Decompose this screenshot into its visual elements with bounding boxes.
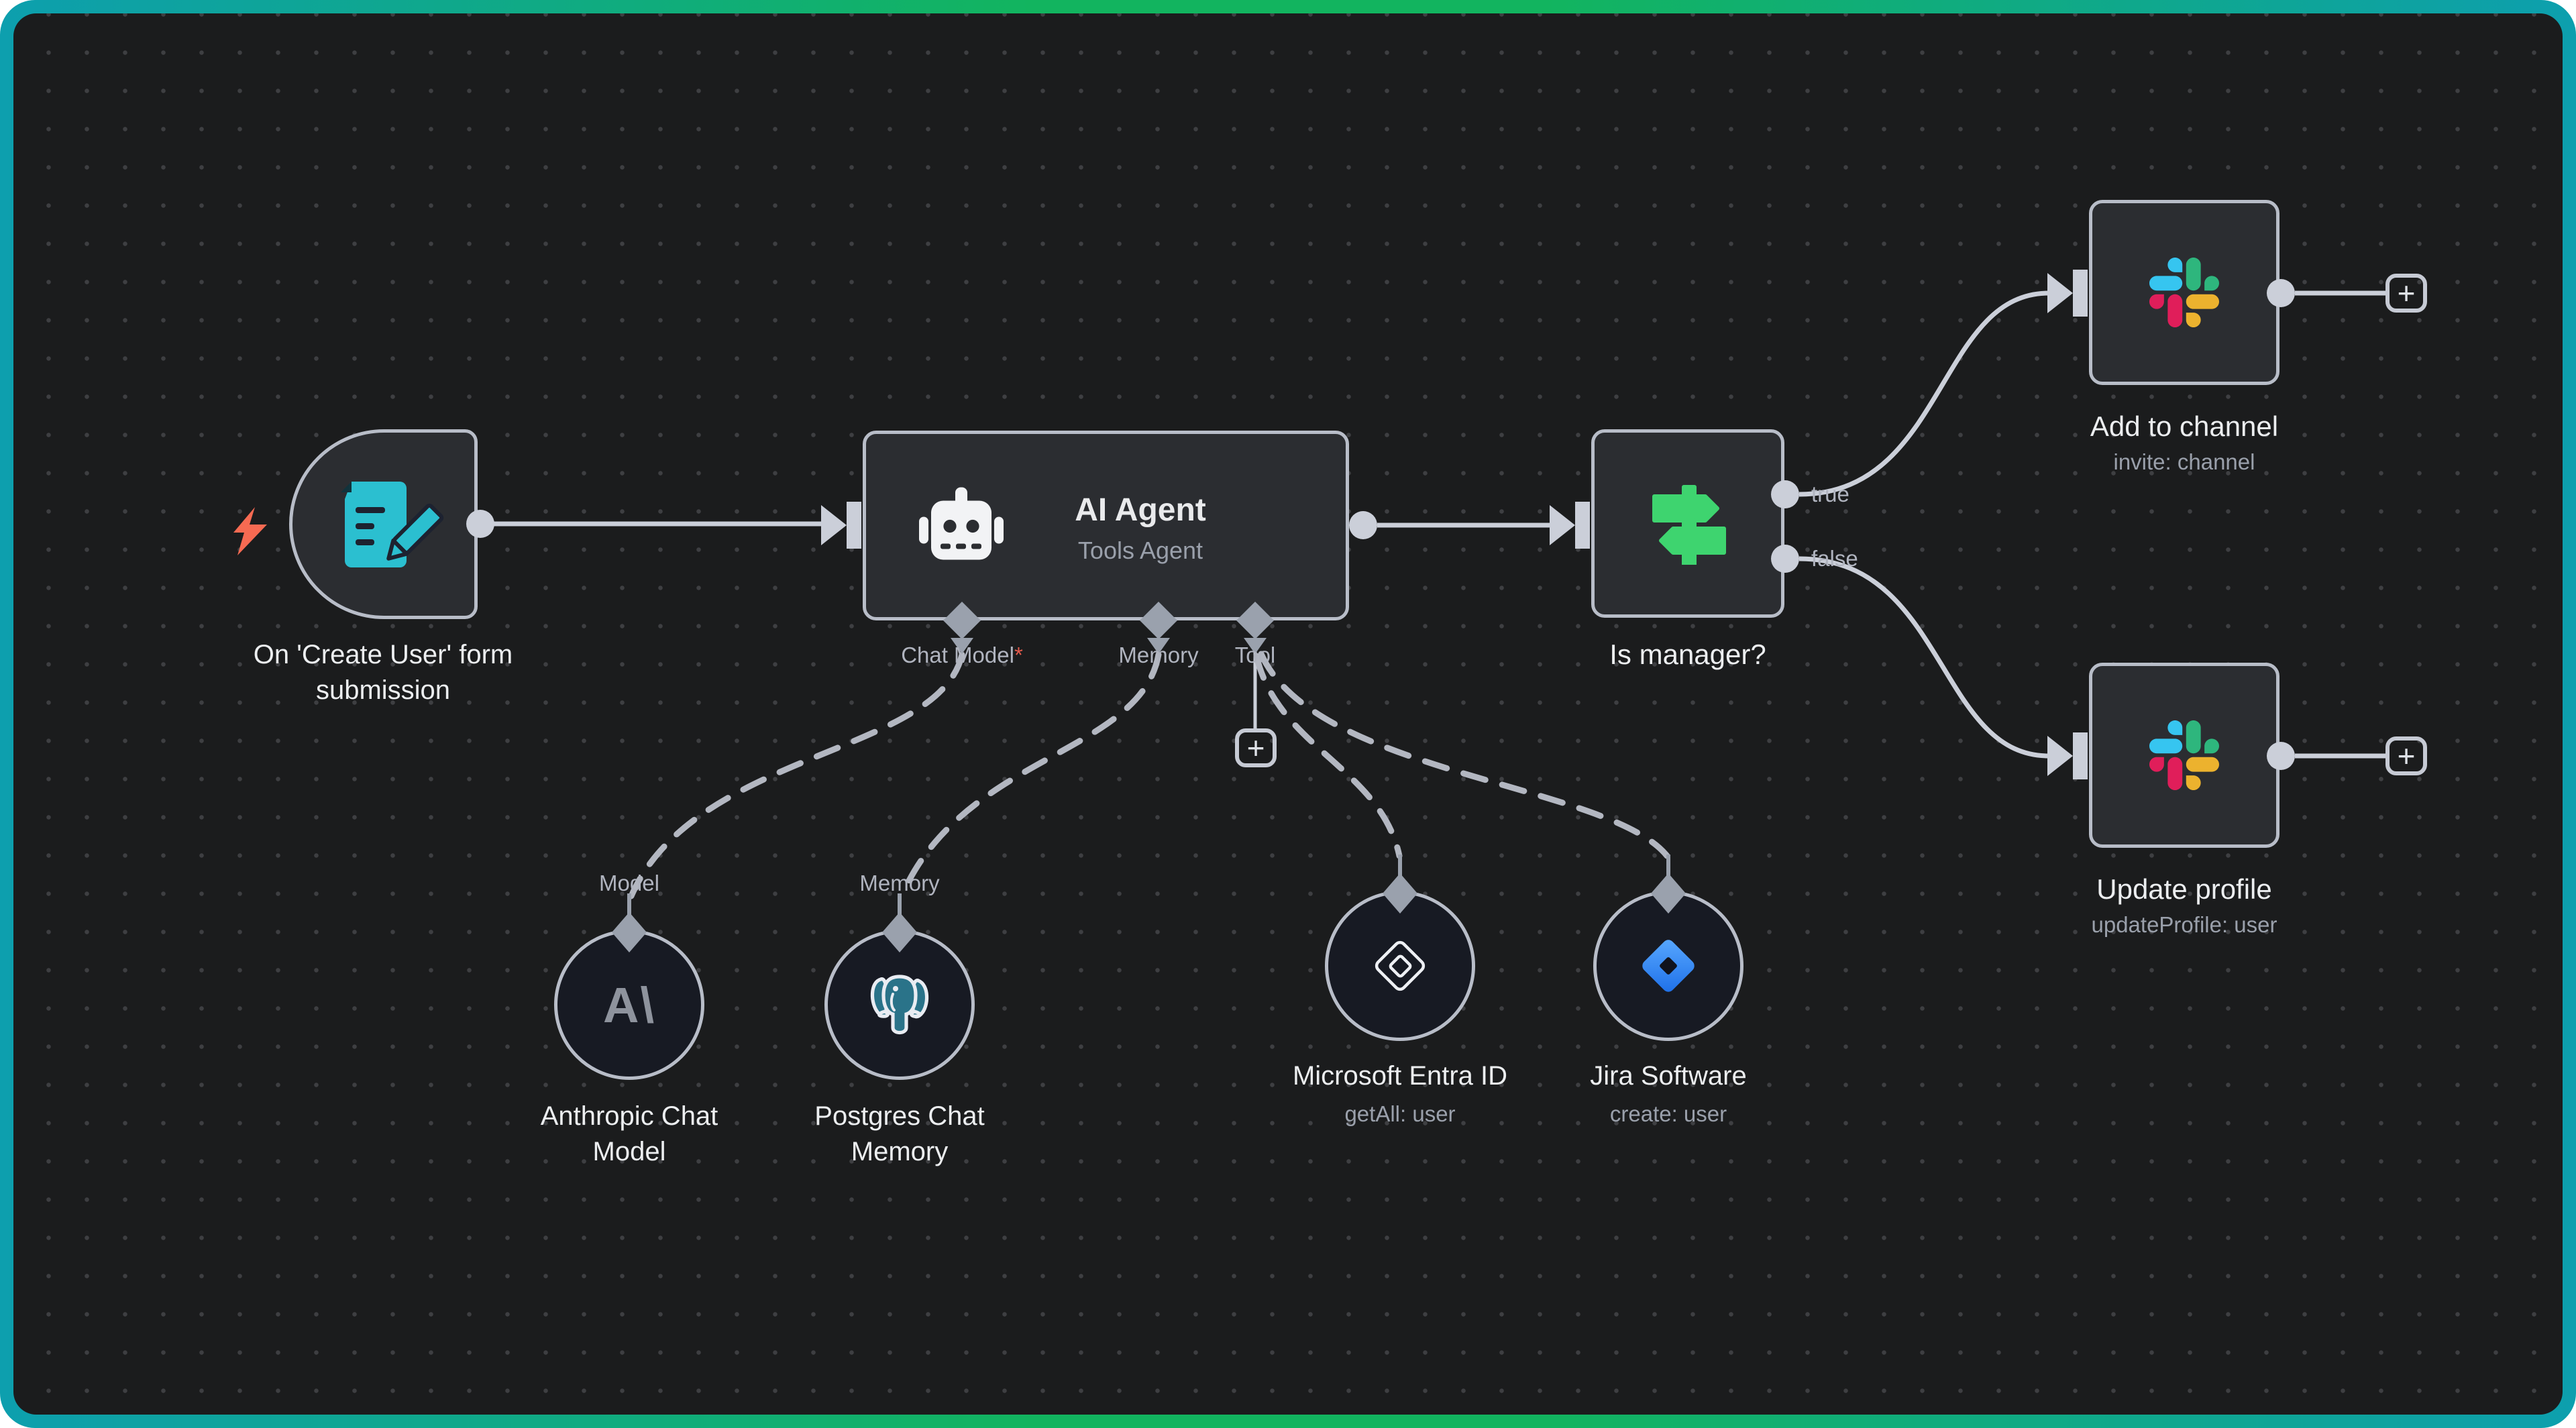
ai-agent-title: AI Agent [1075,492,1206,528]
memory-connector-label: Memory [859,871,940,895]
entra-operation-label: getAll: user [1344,1101,1456,1126]
node-is-manager[interactable] [1591,429,1784,618]
anthropic-node-label: Anthropic Chat Model [540,1101,718,1166]
model-connector-label: Model [599,871,659,895]
add-to-channel-operation-label: invite: channel [2113,449,2255,474]
update-profile-operation-label: updateProfile: user [2091,912,2277,937]
false-output-label: false [1811,546,1858,571]
add-tool-button[interactable]: + [1235,728,1277,767]
required-marker: * [1014,643,1023,667]
plus-icon: + [2397,276,2416,311]
tool-port-label: Tool [1234,643,1276,667]
is-manager-node-label: Is manager? [1609,639,1766,670]
ai-agent-subtitle: Tools Agent [1077,537,1203,564]
node-form-trigger[interactable] [289,429,478,619]
plus-icon: + [2397,738,2416,773]
jira-node-label: Jira Software [1590,1061,1747,1091]
postgres-node-label: Postgres Chat Memory [814,1101,985,1166]
entra-node-label: Microsoft Entra ID [1292,1061,1508,1091]
update-profile-node-label: Update profile [2096,873,2272,905]
add-node-button-after-add-to-channel[interactable]: + [2385,274,2427,313]
trigger-node-label: On 'Create User' form submission [253,640,513,705]
node-add-to-channel[interactable] [2089,200,2279,385]
node-jira-software[interactable] [1593,891,1743,1041]
node-anthropic-chat-model[interactable] [554,930,704,1080]
plus-icon: + [1246,730,1265,765]
memory-port-label: Memory [1118,643,1199,667]
node-postgres-chat-memory[interactable] [824,930,975,1080]
chat-model-port-label: Chat Model* [901,643,1023,667]
add-node-button-after-update-profile[interactable]: + [2385,736,2427,775]
jira-operation-label: create: user [1609,1101,1727,1126]
node-microsoft-entra-id[interactable] [1325,891,1475,1041]
true-output-label: true [1811,482,1849,506]
node-update-profile[interactable] [2089,663,2279,848]
add-to-channel-node-label: Add to channel [2090,410,2279,442]
